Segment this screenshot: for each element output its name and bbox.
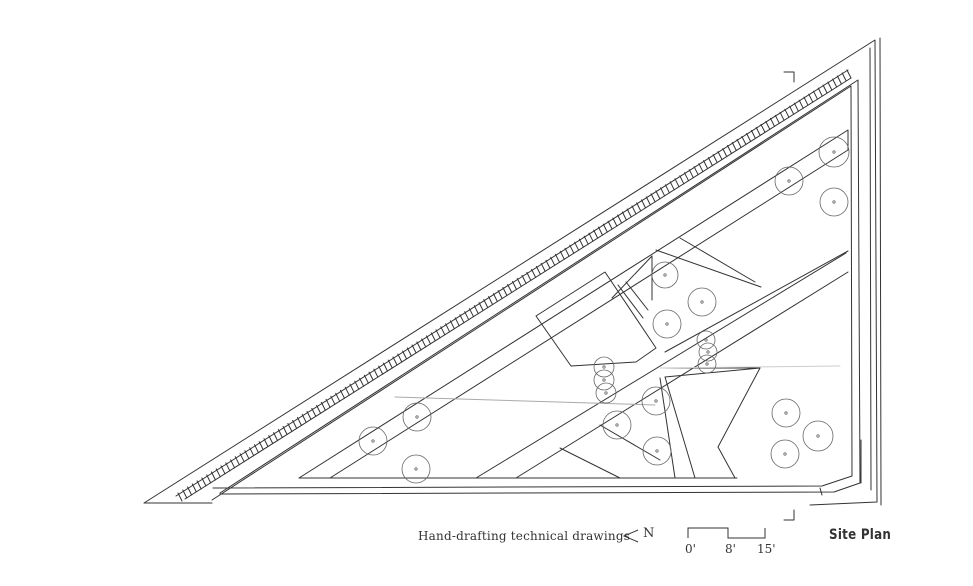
tree-center-dot xyxy=(705,362,709,366)
tree-symbol-icon xyxy=(687,287,717,317)
fence-hatching xyxy=(177,69,852,502)
ring-road-inner xyxy=(219,79,861,495)
tree-center-dot xyxy=(655,449,659,453)
drawing-caption: Hand-drafting technical drawings xyxy=(418,529,631,543)
tree-symbol-icon xyxy=(770,439,800,469)
tree-symbol-icon xyxy=(602,410,632,440)
fence-line-inner xyxy=(184,77,852,500)
tree-symbol-icon xyxy=(774,166,804,196)
corner-mark-top xyxy=(783,71,795,83)
tree-center-dot xyxy=(654,399,658,403)
tree-center-dot xyxy=(615,423,619,427)
north-arrow-icon xyxy=(622,529,639,543)
scale-tick-15: 15' xyxy=(757,542,776,556)
tree-symbol-icon xyxy=(802,420,834,452)
tree-center-dot xyxy=(414,467,418,471)
tree-center-dot xyxy=(602,378,606,382)
building-south xyxy=(664,367,761,479)
tree-center-dot xyxy=(832,200,836,204)
tree-center-dot xyxy=(700,300,704,304)
tree-symbol-icon xyxy=(642,436,672,466)
tree-symbol-icon xyxy=(651,261,679,289)
tree-symbol-icon xyxy=(696,330,716,350)
tree-center-dot xyxy=(787,179,791,183)
tree-symbol-icon xyxy=(402,402,432,432)
tree-center-dot xyxy=(663,273,667,277)
tree-center-dot xyxy=(816,434,820,438)
tree-center-dot xyxy=(706,350,710,354)
tree-symbol-icon xyxy=(595,382,617,404)
tree-center-dot xyxy=(832,150,836,154)
tree-center-dot xyxy=(604,391,608,395)
tree-center-dot xyxy=(415,415,419,419)
scale-tick-8: 8' xyxy=(725,542,736,556)
tree-symbol-icon xyxy=(697,354,717,374)
tree-symbol-icon xyxy=(401,454,431,484)
building-north xyxy=(535,271,657,367)
tree-symbol-icon xyxy=(819,187,849,217)
scale-tick-0: 0' xyxy=(685,542,696,556)
tree-center-dot xyxy=(704,338,708,342)
tree-center-dot xyxy=(602,365,606,369)
fence-line-outer xyxy=(175,69,849,497)
drawing-title: Site Plan xyxy=(829,527,892,543)
corner-mark-bottom xyxy=(783,509,795,521)
tree-symbol-icon xyxy=(818,136,850,168)
tree-symbol-icon xyxy=(593,356,615,378)
site-boundary xyxy=(143,39,878,506)
scale-bar xyxy=(687,527,766,539)
tree-symbol-icon xyxy=(698,342,718,362)
tree-center-dot xyxy=(665,322,669,326)
tree-center-dot xyxy=(784,411,788,415)
north-label: N xyxy=(643,526,655,541)
tree-symbol-icon xyxy=(641,386,671,416)
tree-symbol-icon xyxy=(358,426,388,456)
tree-symbol-icon xyxy=(652,309,682,339)
tree-center-dot xyxy=(783,452,787,456)
planting-strip-left xyxy=(298,129,849,479)
tree-symbol-icon xyxy=(771,398,801,428)
ring-road-outer xyxy=(211,85,853,501)
tree-symbol-icon xyxy=(593,369,615,391)
tree-center-dot xyxy=(371,439,375,443)
